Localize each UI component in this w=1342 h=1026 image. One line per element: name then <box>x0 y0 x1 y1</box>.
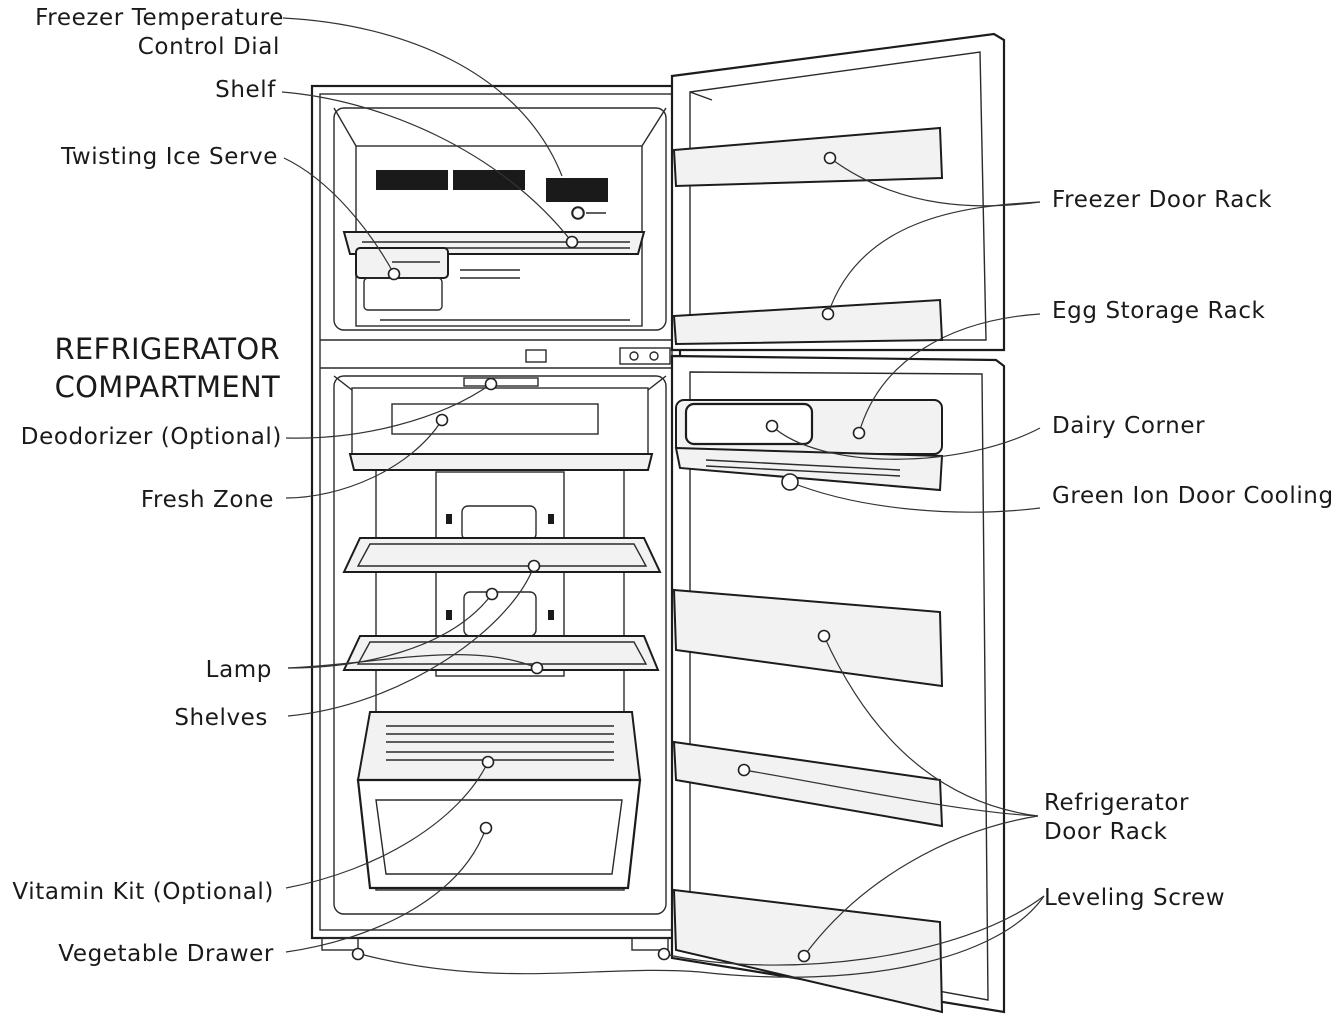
leveling-screw <box>321 937 359 951</box>
twisting-ice-serve-tray <box>355 247 449 279</box>
freezer-door <box>670 32 1006 352</box>
label-line: Door Rack <box>1044 819 1168 845</box>
label-twisting-ice-serve: Twisting Ice Serve <box>61 144 278 170</box>
leader-deodorizer <box>285 383 492 439</box>
leader-twisting-ice-serve <box>283 157 395 275</box>
callout-dot <box>484 377 498 391</box>
leader-shelves <box>287 565 535 717</box>
freezer-door-rack-lower <box>672 298 944 346</box>
callout-dot <box>481 755 495 769</box>
section-title-line: REFRIGERATOR <box>54 332 280 366</box>
leader-green-ion-door-cooling <box>789 481 1041 513</box>
label-refrigerator-door-rack: Refrigerator Door Rack <box>1044 789 1189 847</box>
label-shelves: Shelves <box>174 705 268 731</box>
callout-dot <box>565 235 579 249</box>
freezer-vent <box>546 178 608 202</box>
label-line: Refrigerator <box>1044 790 1190 816</box>
refrigerator-door-rack <box>672 588 944 688</box>
callout-dot <box>797 949 811 963</box>
label-dairy-corner: Dairy Corner <box>1052 413 1206 439</box>
leader-freezer-door-rack <box>827 201 1041 315</box>
callout-dot <box>817 629 831 643</box>
leader-refrigerator-door-rack <box>743 769 1039 817</box>
leader-shelf <box>281 91 573 243</box>
refrigerator-compartment <box>333 375 667 915</box>
callout-dot <box>765 419 779 433</box>
callout-dot <box>781 473 799 491</box>
leader-freezer-temperature-control-dial <box>282 17 563 177</box>
label-vegetable-drawer: Vegetable Drawer <box>58 941 274 967</box>
leader-vitamin-kit <box>285 761 489 889</box>
lamp-housing <box>435 471 565 677</box>
leader-vegetable-drawer <box>285 827 487 953</box>
label-vitamin-kit: Vitamin Kit (Optional) <box>12 879 274 905</box>
label-deodorizer: Deodorizer (Optional) <box>20 424 282 450</box>
label-line: Freezer Temperature <box>35 5 284 31</box>
callout-dot <box>852 426 866 440</box>
label-freezer-temperature-control-dial: Freezer Temperature Control Dial <box>35 4 284 62</box>
fresh-zone-shelf <box>348 453 654 471</box>
leader-refrigerator-door-rack <box>803 815 1039 957</box>
refrigerator-door-rack <box>672 740 944 828</box>
refrigerator-shelf <box>342 635 660 671</box>
label-freezer-door-rack: Freezer Door Rack <box>1052 187 1273 213</box>
leader-lamp <box>287 593 493 669</box>
freezer-compartment <box>333 107 667 331</box>
section-title-refrigerator-compartment: REFRIGERATOR COMPARTMENT <box>54 330 280 406</box>
leader-egg-storage-rack <box>858 313 1041 434</box>
leader-leveling-screw <box>663 895 1045 966</box>
label-lamp: Lamp <box>205 657 272 683</box>
callout-dot <box>485 587 499 601</box>
freezer-door-rack-upper <box>672 126 944 188</box>
freezer-vent <box>376 170 448 190</box>
callout-dot <box>657 947 671 961</box>
callout-dot <box>571 206 585 220</box>
callout-dot <box>823 151 837 165</box>
freezer-vent <box>453 170 525 190</box>
label-egg-storage-rack: Egg Storage Rack <box>1052 298 1266 324</box>
label-fresh-zone: Fresh Zone <box>140 487 274 513</box>
callout-dot <box>351 947 365 961</box>
callout-dot <box>737 763 751 777</box>
dairy-corner <box>684 402 814 446</box>
callout-dot <box>530 661 544 675</box>
label-leveling-screw: Leveling Screw <box>1044 885 1226 911</box>
callout-dot <box>527 559 541 573</box>
label-shelf: Shelf <box>215 77 276 103</box>
label-line: Control Dial <box>137 34 280 60</box>
callout-dot <box>435 413 449 427</box>
callout-dot <box>387 267 401 281</box>
refrigerator-door <box>670 354 1006 1014</box>
deodorizer <box>463 377 539 387</box>
callout-dot <box>821 307 835 321</box>
leader-lamp <box>287 654 538 669</box>
label-green-ion-door-cooling: Green Ion Door Cooling <box>1052 483 1334 509</box>
refrigerator-shelf <box>342 537 662 573</box>
vegetable-drawer <box>356 778 642 890</box>
callout-dot <box>479 821 493 835</box>
vitamin-kit-cover <box>356 711 642 781</box>
section-title-line: COMPARTMENT <box>54 370 280 404</box>
leveling-screw <box>631 937 669 951</box>
leader-leveling-screw <box>359 895 1045 978</box>
leader-dairy-corner <box>771 425 1041 460</box>
leader-refrigerator-door-rack <box>823 635 1039 817</box>
leader-fresh-zone <box>285 419 443 499</box>
leader-freezer-door-rack <box>829 157 1041 207</box>
